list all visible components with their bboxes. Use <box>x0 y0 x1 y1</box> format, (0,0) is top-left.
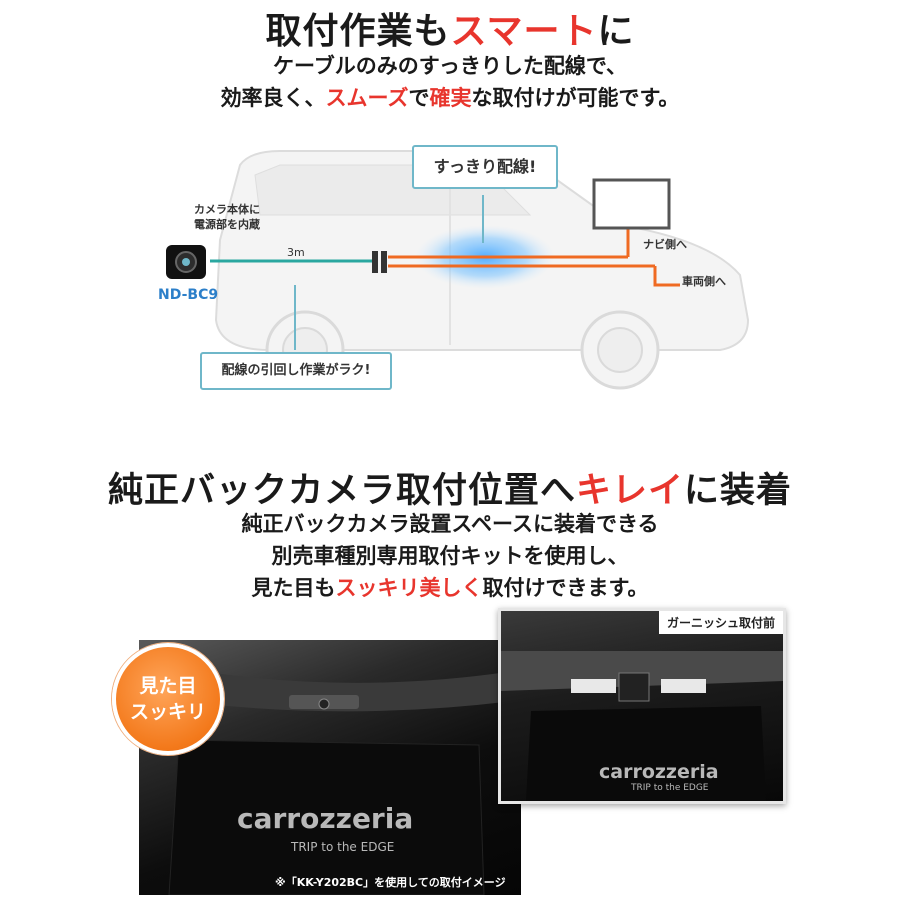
cable-length: 3m <box>287 246 305 259</box>
subtitle-line: 別売車種別専用取付キットを使用し、 <box>271 544 629 568</box>
before-garnish-photo: ガーニッシュ取付前 carrozzeria TRIP to the EDGE <box>498 608 786 804</box>
camera-bracket-icon <box>618 672 650 702</box>
title-highlight: キレイ <box>575 471 684 511</box>
subtitle-line: 効率良く、スムーズで確実な取付けが可能です。 <box>0 82 900 114</box>
rear-garnish-illustration <box>139 660 521 895</box>
installed-camera-photo: carrozzeria TRIP to the EDGE <box>139 640 521 895</box>
section2-title: 純正バックカメラ取付位置へキレイに装着 <box>0 462 900 513</box>
subtitle-line: 見た目もスッキリ美しく取付けできます。 <box>0 572 900 604</box>
title-text: 純正バックカメラ取付位置へ <box>107 471 576 511</box>
subtitle-text: 見た目も <box>251 576 336 600</box>
title-text: に装着 <box>684 471 793 511</box>
car-illustration <box>166 150 750 390</box>
section2-subtitle: 純正バックカメラ設置スペースに装着できる 別売車種別専用取付キットを使用し、 見… <box>0 508 900 604</box>
connector-icon <box>372 251 378 273</box>
subtitle-highlight: スッキリ美しく <box>335 576 483 600</box>
callout-bottom: 配線の引回し作業がラク! <box>200 352 392 390</box>
inset-brand-tagline: TRIP to the EDGE <box>631 783 709 793</box>
before-garnish-illustration <box>501 651 783 801</box>
camera-note-line: 電源部を内蔵 <box>194 218 260 231</box>
wiring-diagram: すっきり配線! カメラ本体に 電源部を内蔵 ND-BC9 3m ナビ側へ 車両側… <box>150 145 770 405</box>
inset-brand-logo: carrozzeria <box>599 761 719 783</box>
section1-subtitle: ケーブルのみのすっきりした配線で、 効率良く、スムーズで確実な取付けが可能です。 <box>0 50 900 114</box>
title-highlight: スマート <box>450 11 598 52</box>
subtitle-highlight: スムーズ <box>325 86 409 110</box>
subtitle-highlight: 確実 <box>429 86 472 110</box>
vehicle-side-label: 車両側へ <box>682 275 726 288</box>
inset-tag: ガーニッシュ取付前 <box>658 611 783 634</box>
brand-tagline: TRIP to the EDGE <box>291 840 395 854</box>
title-text: 取付作業も <box>265 11 451 52</box>
subtitle-line: ケーブルのみのすっきりした配線で、 <box>272 54 628 78</box>
model-name: ND-BC9 <box>158 287 219 303</box>
camera-note: カメラ本体に 電源部を内蔵 <box>194 202 260 232</box>
section1-title: 取付作業もスマートに <box>0 2 900 54</box>
badge-line: 見た目 <box>139 675 197 697</box>
install-note: ※「KK-Y202BC」を使用しての取付イメージ <box>275 876 506 889</box>
brand-logo: carrozzeria <box>237 802 414 835</box>
subtitle-text: な取付けが可能です。 <box>471 86 680 110</box>
sukkiri-badge: 見た目 スッキリ <box>112 643 224 755</box>
subtitle-line: 純正バックカメラ設置スペースに装着できる <box>241 512 659 536</box>
navi-side-label: ナビ側へ <box>643 238 687 251</box>
subtitle-text: 効率良く、 <box>220 86 326 110</box>
camera-note-line: カメラ本体に <box>194 203 260 216</box>
title-text: に <box>597 11 635 52</box>
callout-top: すっきり配線! <box>412 145 558 189</box>
subtitle-text: 取付けできます。 <box>482 576 649 600</box>
subtitle-text: で <box>408 86 430 110</box>
navi-display-icon <box>592 178 671 230</box>
badge-line: スッキリ <box>129 701 206 723</box>
